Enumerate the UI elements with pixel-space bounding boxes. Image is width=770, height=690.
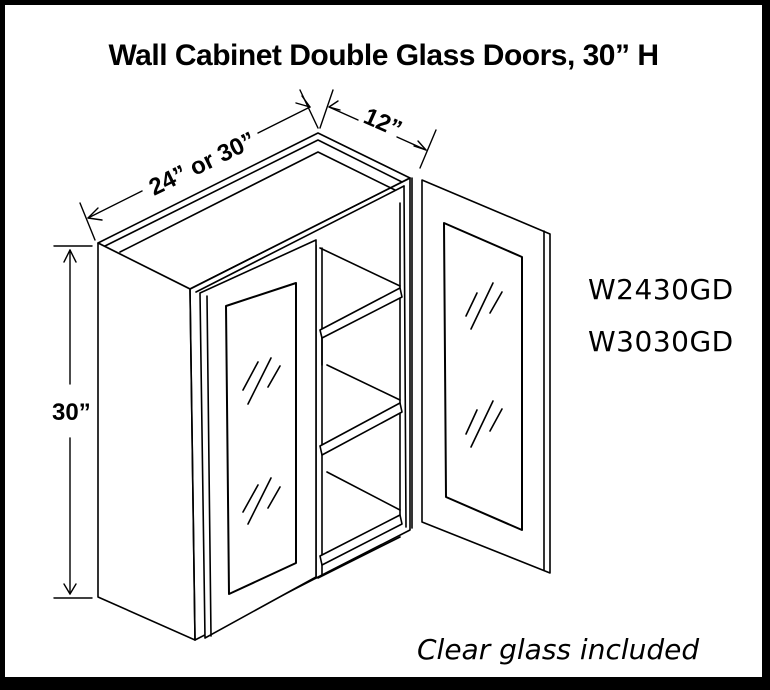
spec-sheet-canvas: Wall Cabinet Double Glass Doors, 30” H <box>5 5 762 677</box>
cabinet-interior <box>315 244 403 579</box>
right-glass-door <box>421 179 551 574</box>
cabinet-left-side <box>97 242 196 641</box>
model-number-1: W2430GD <box>588 273 734 306</box>
height-dimension-label: 30” <box>52 399 91 426</box>
glass-note: Clear glass included <box>417 633 700 666</box>
left-glass-door <box>199 239 317 639</box>
model-number-2: W3030GD <box>588 325 734 358</box>
dimension-lines <box>53 89 437 599</box>
cabinet-drawing: 24” or 30” 12” 30” <box>52 89 551 641</box>
page-title: Wall Cabinet Double Glass Doors, 30” H <box>108 39 659 72</box>
